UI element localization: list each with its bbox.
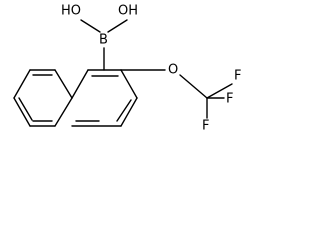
bond-ring-fusion-lower	[54, 97, 73, 127]
atom-label-ho: HO	[61, 4, 81, 19]
bond-ring-right-inner-right	[116, 99, 132, 122]
bond-ring-left-upper	[13, 69, 31, 99]
atom-label-fluorine-right: F	[226, 92, 233, 107]
atom-label-oxygen: O	[168, 63, 178, 78]
bond-boron-to-oh-left	[80, 19, 101, 33]
atom-label-fluorine-bottom: F	[202, 119, 209, 134]
bond-carbon-to-f-upper	[206, 83, 233, 99]
bond-ring-right-upper-right	[120, 69, 138, 99]
bond-oxygen-to-carbon	[179, 74, 208, 99]
bond-ring-left-lower	[13, 97, 31, 127]
bond-ring-right-top-left	[71, 69, 89, 99]
bond-ring-left-inner-left	[18, 97, 33, 121]
atom-label-oh: OH	[118, 4, 138, 19]
bond-ring-right-lower-right	[120, 97, 138, 127]
chemical-structure: HO OH B O F F F	[13, 4, 241, 134]
bond-ring-fusion	[54, 69, 73, 99]
atom-label-fluorine-top: F	[234, 69, 241, 84]
atom-label-boron: B	[99, 33, 108, 48]
bond-boron-to-oh-right	[107, 19, 128, 33]
